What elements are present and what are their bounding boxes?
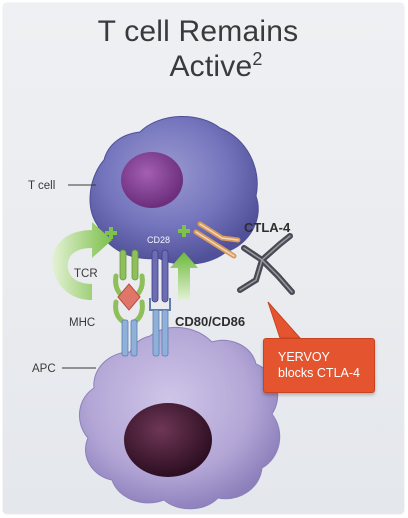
plus-icon — [178, 225, 190, 237]
t-cell-nucleus — [121, 152, 183, 208]
callout-line-1: YERVOY — [278, 350, 330, 364]
apc-nucleus — [124, 403, 212, 477]
plus-icon — [105, 227, 117, 239]
mhc-label: MHC — [69, 317, 95, 329]
cd28-label: CD28 — [147, 235, 170, 245]
antigen-peptide — [117, 283, 141, 311]
ctla4-label: CTLA-4 — [244, 220, 291, 235]
title-line-2: Active2 — [12, 49, 408, 84]
up-arrow-icon — [170, 252, 198, 300]
callout-pointer — [267, 301, 302, 339]
title-superscript: 2 — [252, 49, 263, 69]
yervoy-callout: YERVOY blocks CTLA-4 — [263, 338, 375, 393]
cd28-receptor — [151, 249, 169, 303]
tcr-label: TCR — [74, 268, 98, 280]
cd80-cd86-label: CD80/CD86 — [175, 314, 245, 329]
ctla4-receptor — [193, 221, 241, 259]
curved-arrow-icon — [52, 222, 112, 300]
antibody-icon — [237, 233, 295, 295]
callout-line-2: blocks CTLA-4 — [278, 366, 360, 380]
figure-title: T cell Remains Active2 — [0, 14, 408, 84]
t-cell-label: T cell — [28, 180, 55, 192]
title-line-2-text: Active — [169, 50, 253, 83]
mhc-molecule — [113, 299, 145, 357]
title-line-1: T cell Remains — [97, 15, 299, 48]
cd80-cd86-ligand — [149, 298, 171, 357]
apc-label: APC — [32, 363, 56, 375]
